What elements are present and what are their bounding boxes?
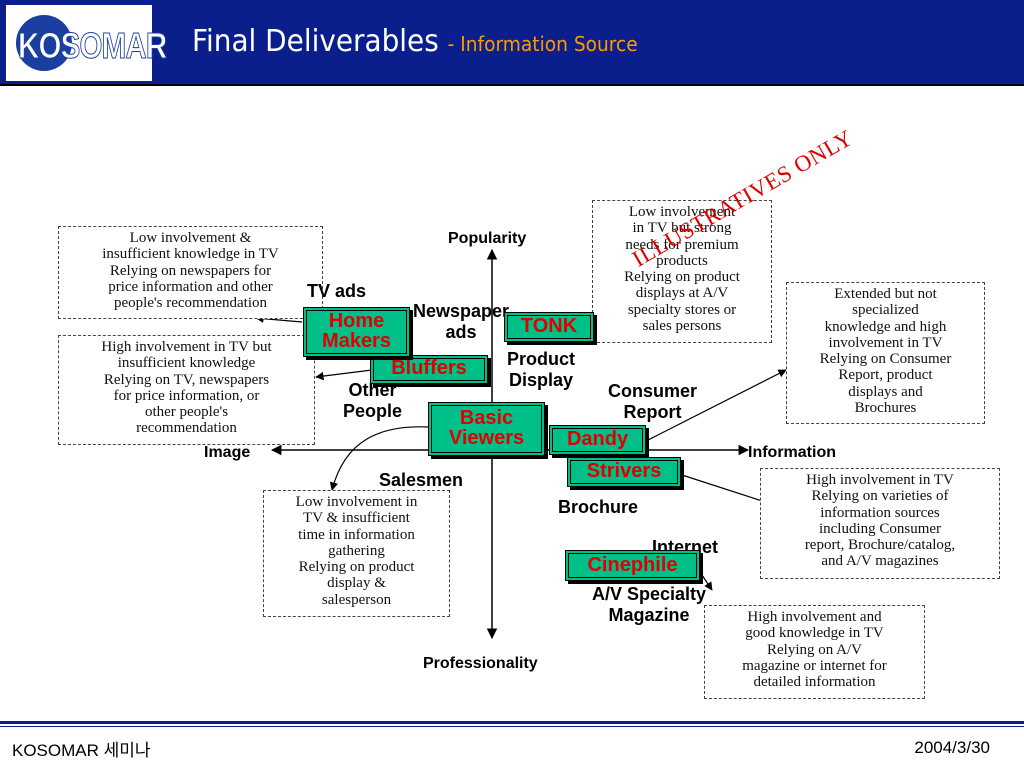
axis-label-popularity: Popularity [448,230,527,247]
title-subtitle: - Information Source [447,32,638,56]
segment-strivers: Strivers [567,457,681,487]
segment-bluffers: Bluffers [370,355,488,384]
note-home-makers: Low involvement &insufficient knowledge … [58,226,323,319]
footer-divider [0,721,1024,724]
logo-text: KOSOMAR [18,25,168,67]
segment-dandy: Dandy [549,425,646,455]
source-tv-ads: TV ads [307,281,367,301]
axis-label-image: Image [204,444,251,461]
footer-divider-thin [0,726,1024,727]
logo: KOSOMAR [6,5,168,81]
connector-dandy [647,369,787,441]
connector-basic-viewers [329,426,429,491]
source-brochure: Brochure [558,497,639,517]
header-divider [0,84,1024,86]
segment-cinephile: Cinephile [565,550,700,581]
connector-cinephile [701,574,713,591]
footer-date: 2004/3/30 [914,738,990,757]
logo-circle [16,15,72,71]
footer-left-text: KOSOMAR 세미나 [12,741,151,760]
axis-label-information: Information [748,444,836,461]
header-bar [0,0,1024,86]
page-title: Final Deliverables - Information Source [192,24,638,59]
axis-label-professionality: Professionality [423,655,538,672]
segment-tonk: TONK [504,312,594,342]
connector-bluffers [315,369,373,381]
source-salesmen: Salesmen [379,470,464,490]
title-main: Final Deliverables [192,24,439,59]
